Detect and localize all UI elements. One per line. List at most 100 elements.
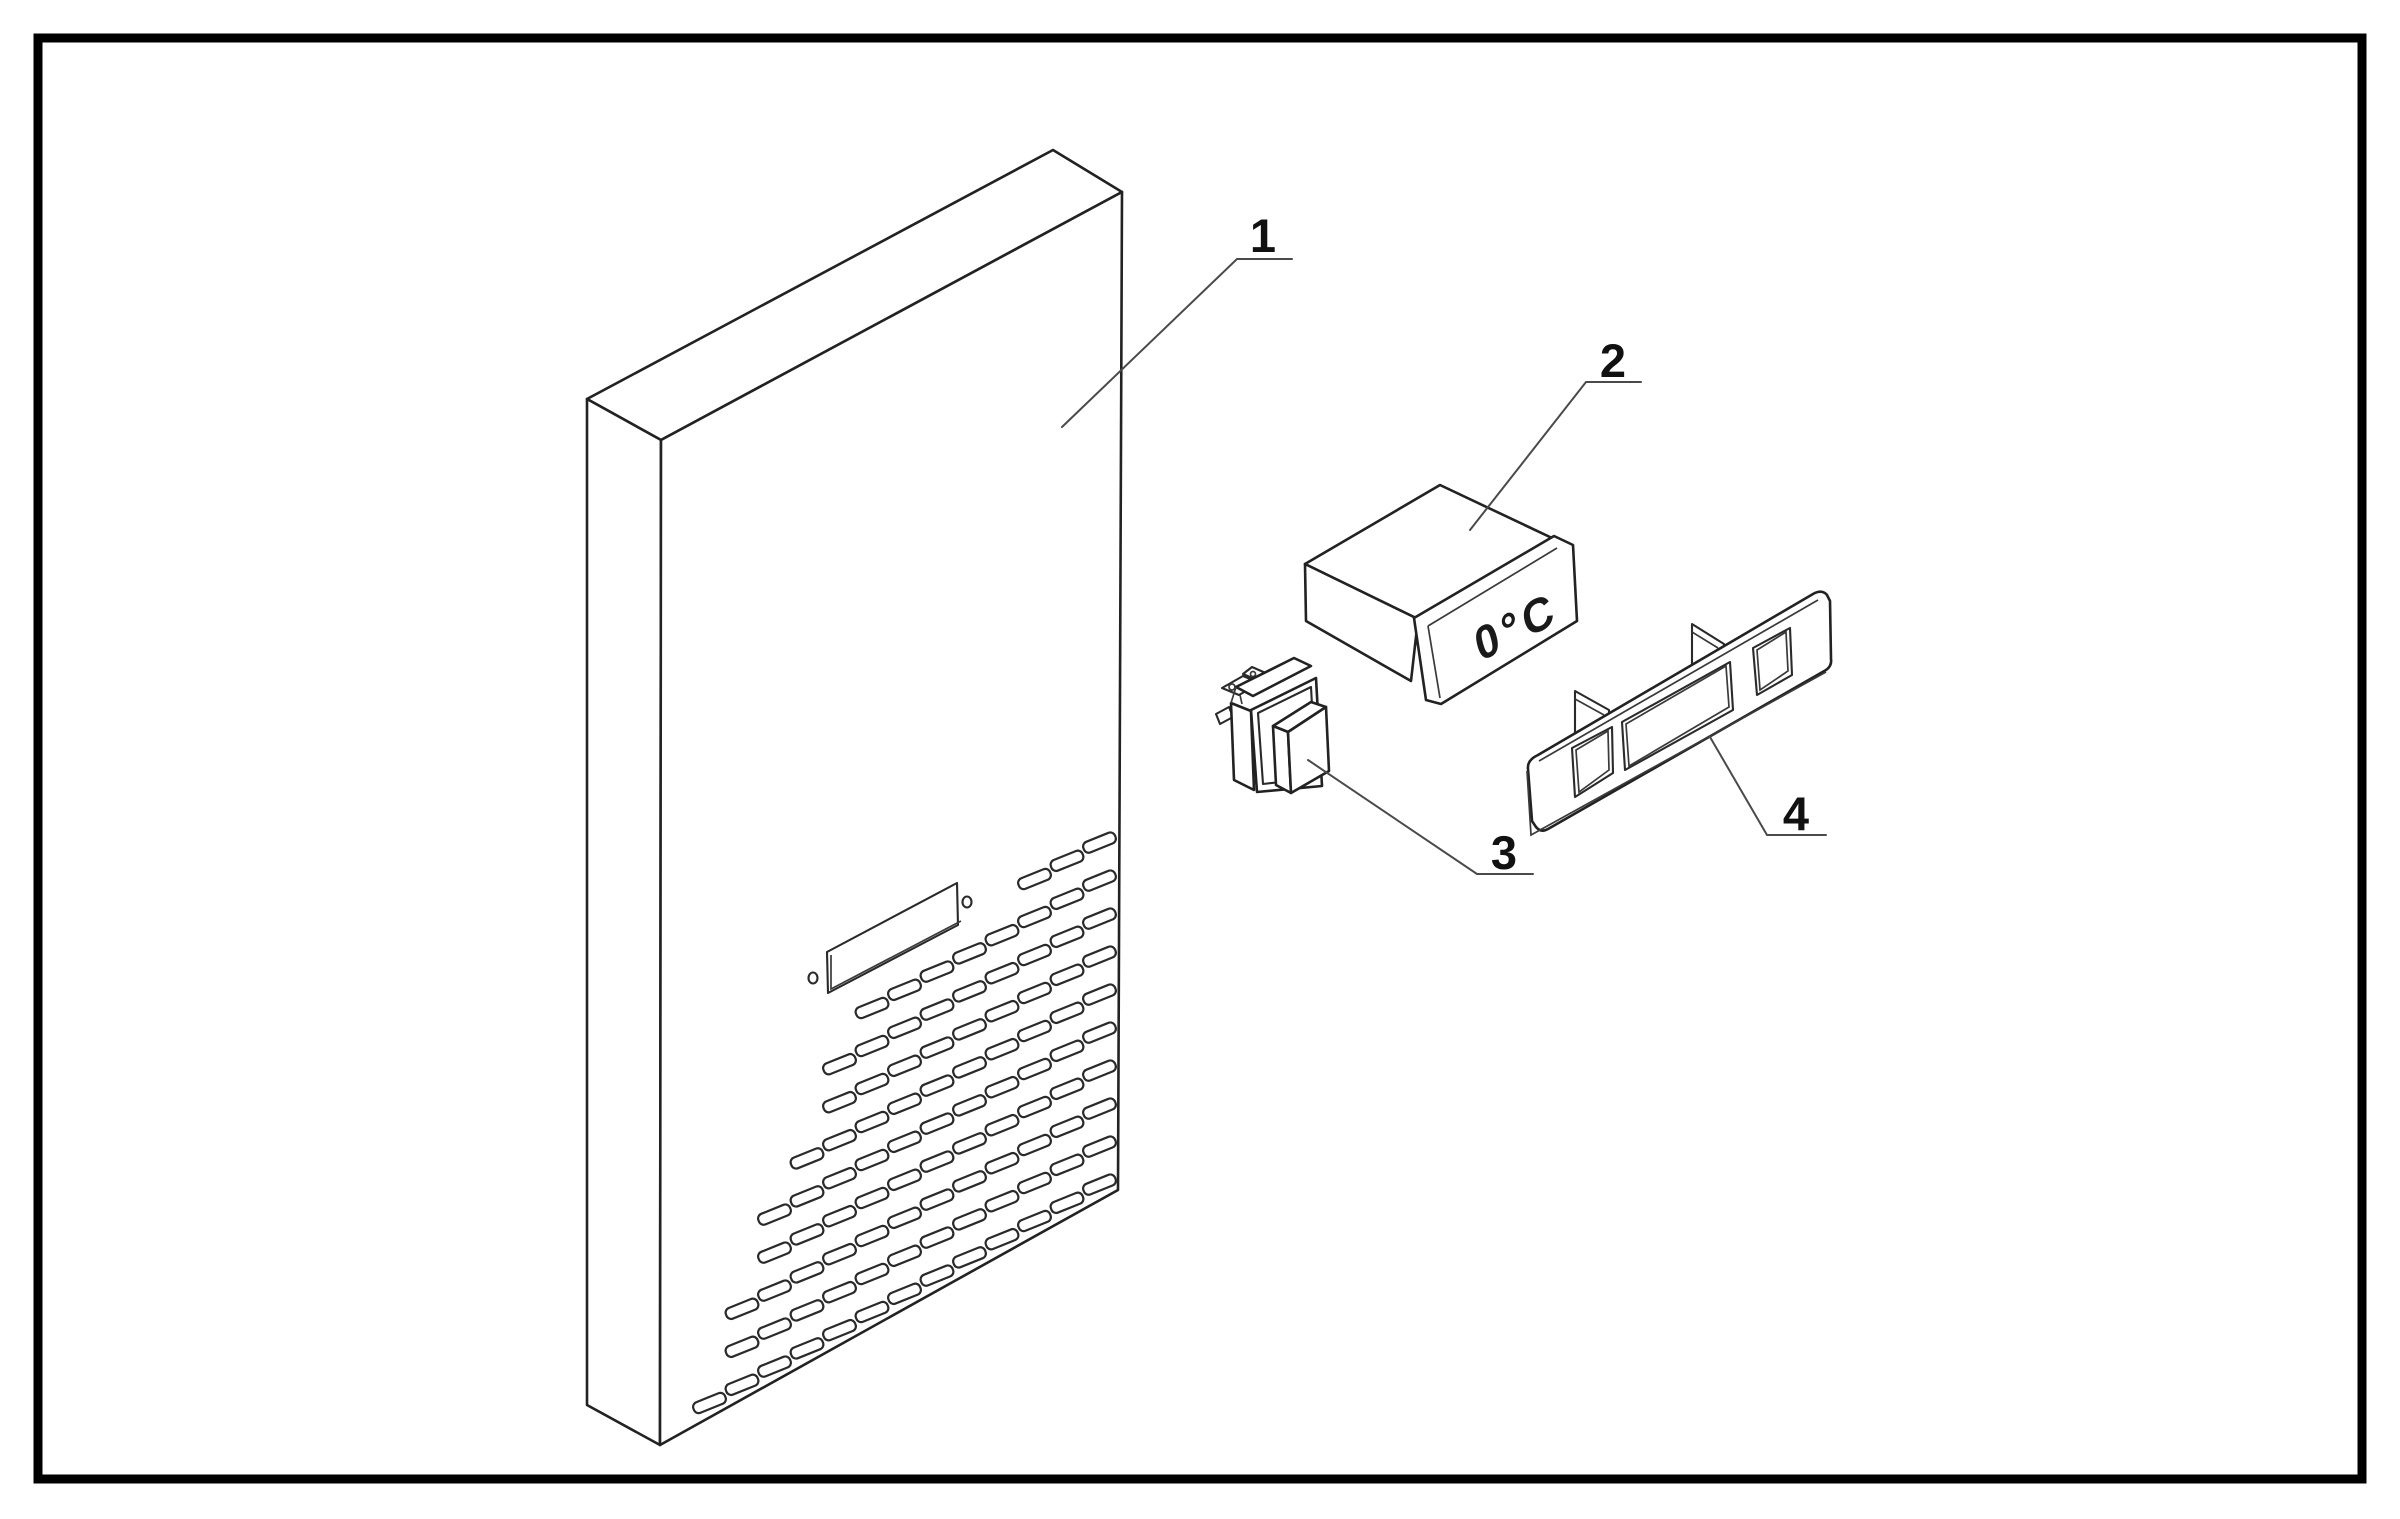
vent-slot <box>822 1052 857 1076</box>
vent-slot <box>822 1166 857 1190</box>
vent-slot <box>1082 831 1117 854</box>
vent-slot <box>822 1090 857 1114</box>
callout-leaders <box>1061 258 1827 875</box>
vent-slot <box>984 1189 1020 1213</box>
vent-slot <box>952 1170 987 1193</box>
bezel-opening-center <box>1620 660 1735 772</box>
vent-slot <box>919 998 955 1021</box>
vent-slot <box>854 1072 890 1096</box>
vent-slot <box>952 1056 987 1079</box>
rocker-front-face <box>1286 705 1331 795</box>
vent-slot <box>919 1226 955 1249</box>
vent-slot <box>1049 963 1085 987</box>
vent-slot <box>1017 1209 1052 1233</box>
vent-slot <box>854 1300 890 1324</box>
display-left-face <box>1303 562 1420 683</box>
vent-slot <box>984 961 1020 985</box>
vent-slot <box>724 1297 760 1321</box>
display-front-plate <box>1412 534 1579 706</box>
vent-slot <box>919 1074 955 1097</box>
callout-2-leader <box>1469 381 1642 531</box>
bezel-opening-center-wall <box>1625 664 1730 768</box>
vent-slot <box>1017 1133 1052 1157</box>
vent-slot <box>1082 1021 1117 1044</box>
vent-slot <box>854 1148 890 1172</box>
vent-slot <box>789 1261 825 1284</box>
vent-slot <box>952 1018 987 1041</box>
panel-cutout-depth-edge <box>830 920 962 991</box>
vent-slot <box>1017 981 1052 1005</box>
vent-slot <box>1049 925 1085 949</box>
vent-slot <box>822 1318 857 1342</box>
vent-slot <box>1017 1057 1052 1081</box>
vent-slot <box>1017 867 1052 891</box>
switch-body-top <box>1234 656 1313 698</box>
bezel-opening-left-wall <box>1575 729 1610 794</box>
vent-slot <box>822 1204 857 1228</box>
vent-slot <box>1049 1191 1085 1215</box>
bezel-opening-right-wall <box>1756 630 1789 692</box>
vent-slot <box>1082 1173 1117 1196</box>
vent-slot <box>984 1075 1020 1099</box>
callout-3-label: 3 <box>1491 826 1517 879</box>
callout-labels: 1 2 3 4 <box>1250 209 1809 879</box>
bezel-opening-right <box>1751 626 1794 697</box>
panel-front-face <box>658 190 1124 1447</box>
vent-slot <box>757 1317 792 1340</box>
vent-slot <box>919 1150 955 1173</box>
vent-slot <box>1049 1039 1085 1063</box>
vent-slot <box>789 1147 825 1170</box>
vent-slot <box>984 1037 1020 1061</box>
vent-slot <box>822 1280 857 1304</box>
vent-slot <box>887 1092 922 1116</box>
terminal-stem-left <box>1239 694 1243 705</box>
vent-slot <box>789 1337 825 1360</box>
vent-slot <box>1017 1019 1052 1043</box>
vent-slot <box>1017 1095 1052 1119</box>
switch-body-left <box>1229 701 1256 792</box>
vent-slot <box>1082 1135 1117 1158</box>
front-panel-part <box>585 148 1124 1447</box>
vent-slot <box>887 1244 922 1268</box>
vent-slot <box>789 1185 825 1208</box>
vent-slot <box>887 1054 922 1078</box>
vent-slot <box>1049 887 1085 911</box>
bezel-opening-left <box>1570 725 1615 799</box>
bezel-frame-part <box>1526 590 1833 837</box>
screw-hole-left <box>807 971 819 985</box>
vent-slot <box>1049 849 1085 873</box>
vent-slot <box>789 1223 825 1246</box>
vent-slot <box>1082 945 1117 968</box>
vent-grid <box>692 831 1117 1415</box>
vent-slot <box>854 996 890 1020</box>
callout-1-label: 1 <box>1250 209 1276 262</box>
vent-slot <box>1082 983 1117 1006</box>
vent-slot <box>952 1132 987 1155</box>
bezel-tab-right-edge <box>1691 631 1719 649</box>
vent-slot <box>1082 1059 1117 1082</box>
vent-slot <box>1049 1153 1085 1177</box>
vent-slot <box>887 1282 922 1306</box>
vent-slot <box>952 980 987 1003</box>
vent-slot <box>919 1036 955 1059</box>
vent-slot <box>854 1224 890 1248</box>
vent-slot <box>789 1299 825 1322</box>
vent-slot <box>952 942 987 965</box>
vent-slot <box>1017 943 1052 967</box>
vent-slot <box>919 1188 955 1211</box>
vent-slot <box>822 1128 857 1152</box>
vent-slot <box>887 1168 922 1192</box>
panel-left-face <box>585 397 663 1447</box>
bezel-tab-left-edge <box>1574 698 1605 716</box>
vent-slot <box>1049 1001 1085 1025</box>
vent-slot <box>692 1391 727 1415</box>
vent-slot <box>919 1112 955 1135</box>
panel-cutout <box>825 881 960 995</box>
callout-4-leader <box>1709 736 1827 836</box>
screw-hole-right <box>961 895 973 909</box>
terminal-hole-lower <box>1228 683 1236 691</box>
vent-slot <box>984 1113 1020 1137</box>
rocker-switch-part <box>1214 656 1331 795</box>
